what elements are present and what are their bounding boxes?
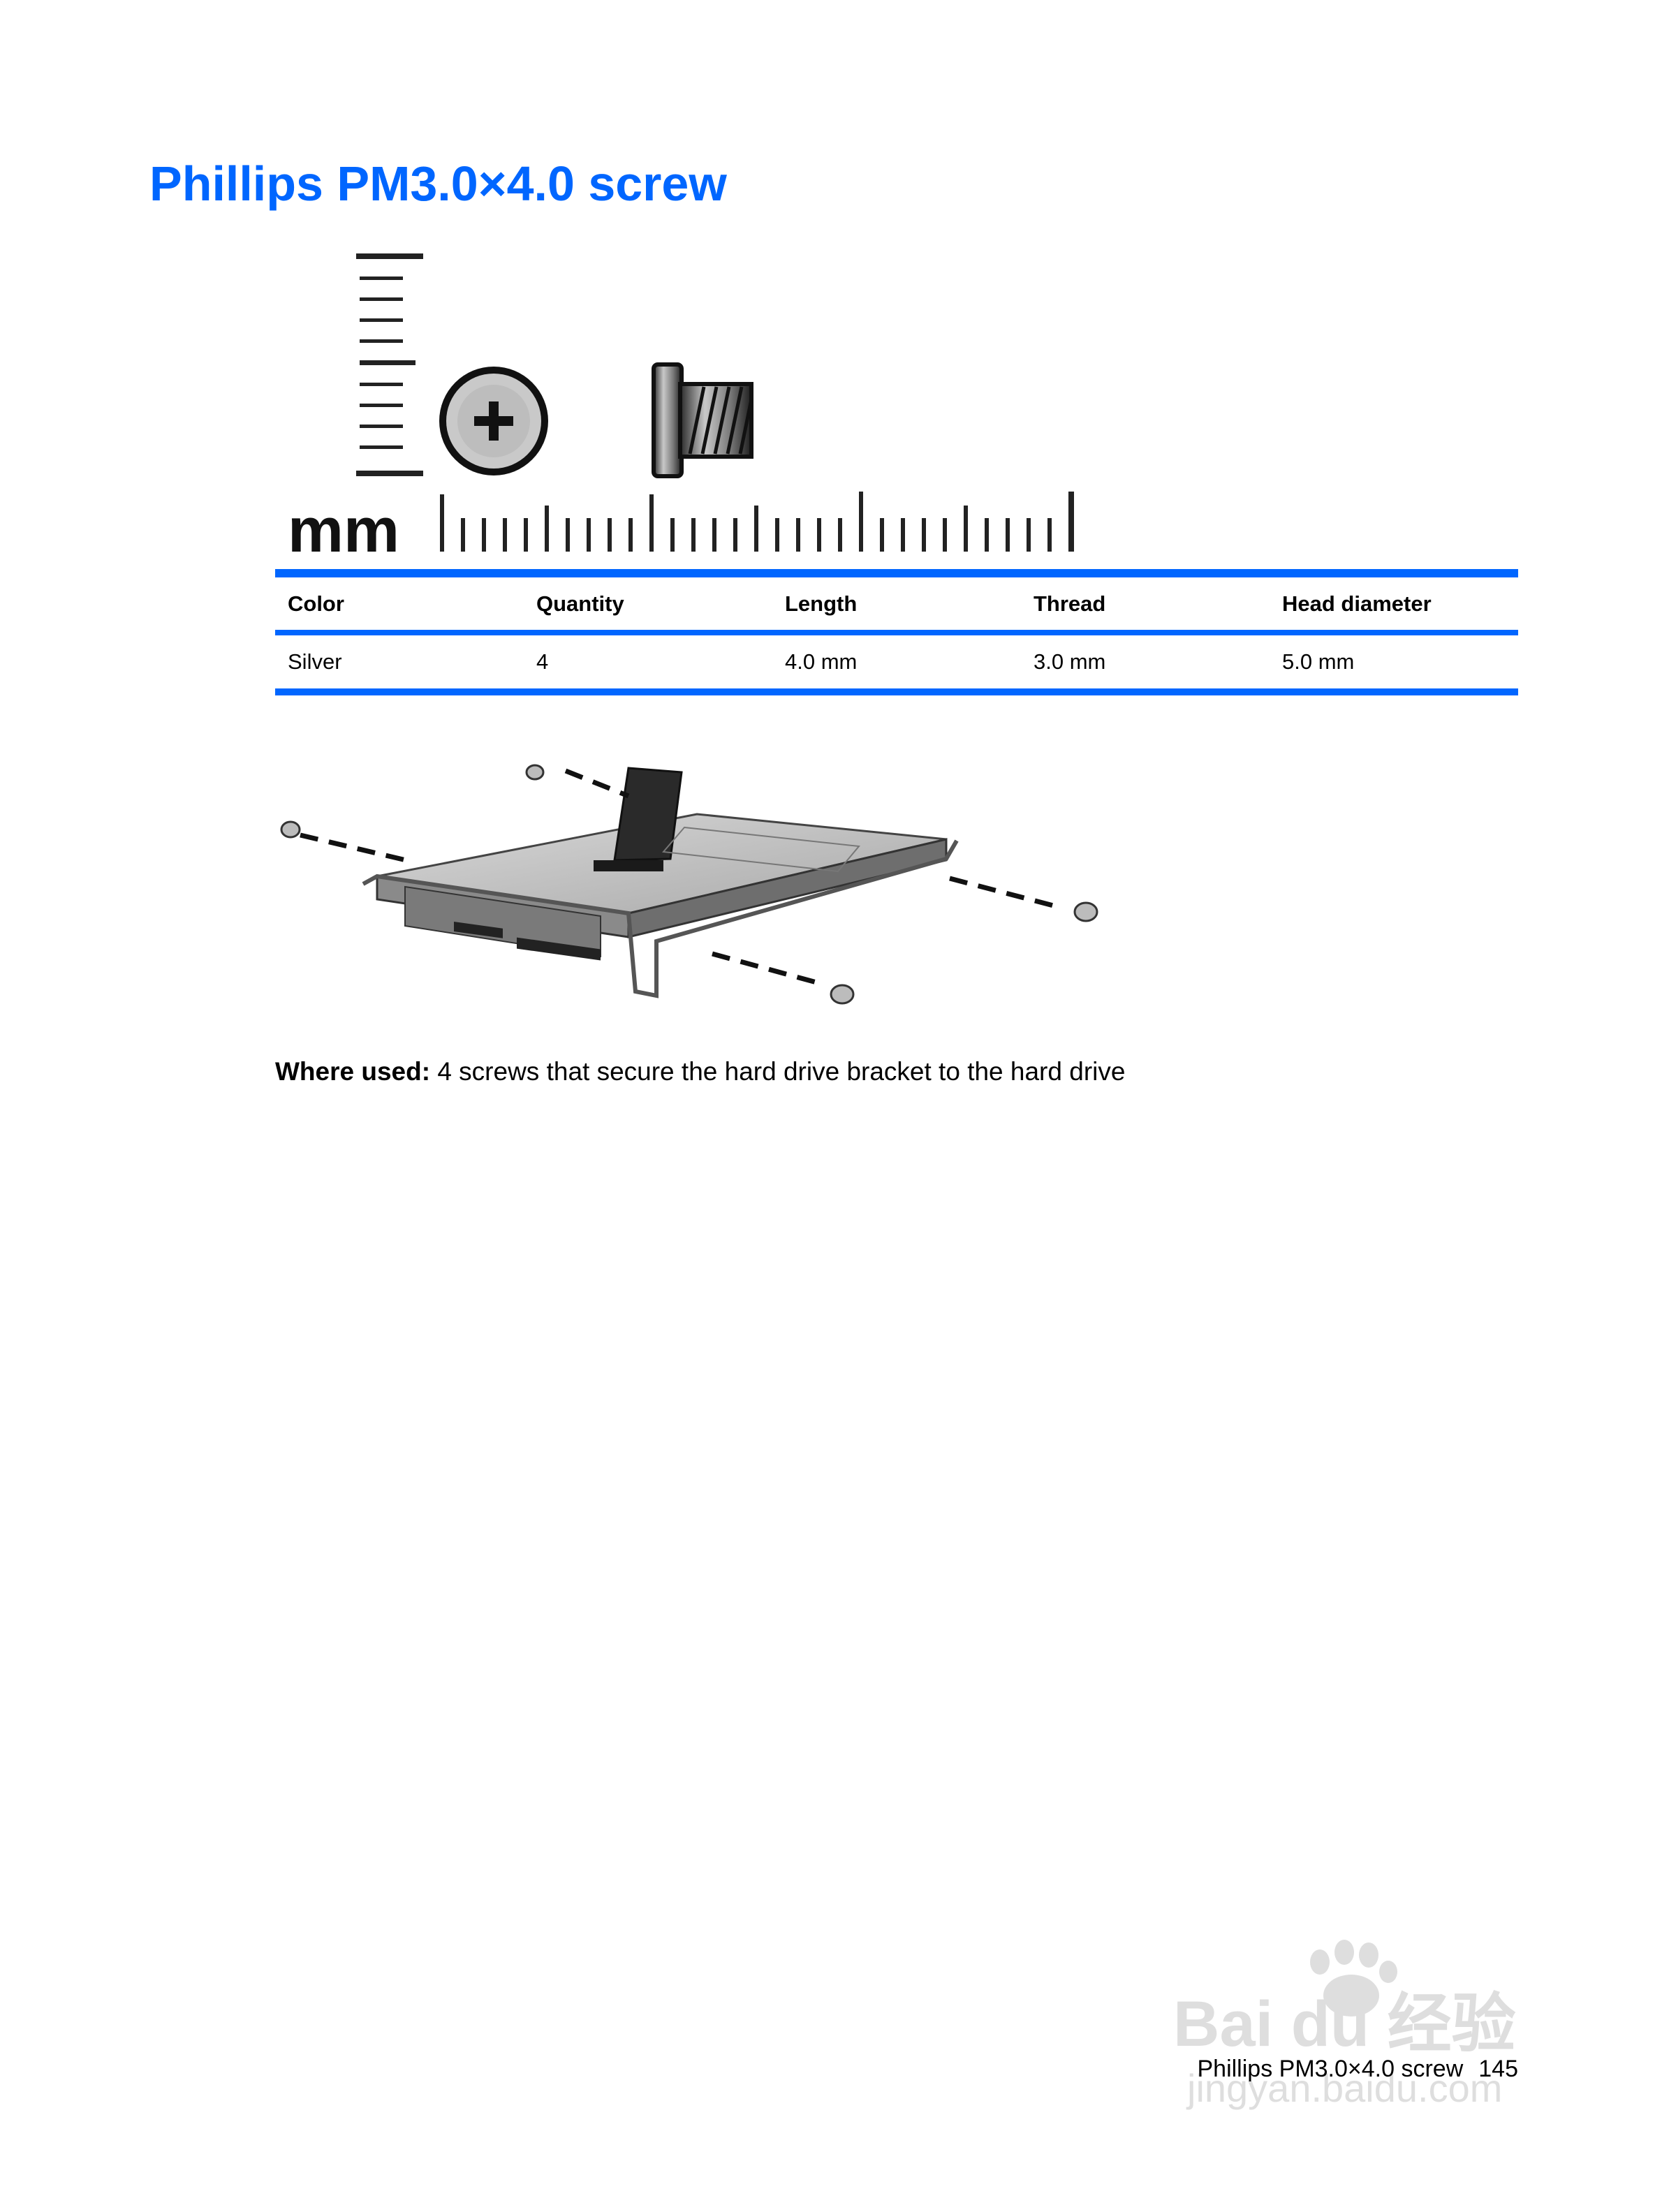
cell-length: 4.0 mm	[785, 649, 858, 674]
screw-side-icon	[652, 362, 753, 478]
spec-table: Color Quantity Length Thread Head diamet…	[275, 569, 1518, 695]
header-quantity: Quantity	[536, 591, 624, 616]
cell-head-diameter: 5.0 mm	[1282, 649, 1355, 674]
scale-unit-label: mm	[288, 496, 399, 566]
page-title: Phillips PM3.0×4.0 screw	[149, 156, 727, 211]
table-top-rule	[275, 569, 1518, 577]
page-number: 145	[1478, 2056, 1518, 2082]
footer-title: Phillips PM3.0×4.0 screw	[1197, 2056, 1464, 2082]
phillips-head-icon	[439, 367, 548, 475]
hard-drive-bracket-exploded-icon	[280, 764, 1098, 1005]
cell-thread: 3.0 mm	[1034, 649, 1106, 674]
header-head-diameter: Head diameter	[1282, 591, 1432, 616]
header-thread: Thread	[1034, 591, 1106, 616]
table-header-row: Color Quantity Length Thread Head diamet…	[275, 577, 1518, 630]
watermark-url: jingyan.baidu.com	[1186, 2066, 1502, 2110]
cell-quantity: 4	[536, 649, 549, 674]
where-used-text: 4 screws that secure the hard drive brac…	[437, 1057, 1126, 1086]
drive-bracket-figure	[265, 754, 1117, 1019]
table-bottom-rule	[275, 688, 1518, 695]
header-length: Length	[785, 591, 858, 616]
watermark-brand: Bai du 经验	[1173, 1989, 1516, 2060]
ruler-icon	[356, 253, 423, 476]
screw-scale-figure: mm	[279, 244, 1117, 566]
table-row: Silver 4 4.0 mm 3.0 mm 5.0 mm	[275, 635, 1518, 688]
paw-logo-icon	[1310, 1940, 1397, 2016]
where-used-label: Where used:	[275, 1057, 431, 1086]
table-header-rule	[275, 630, 1518, 635]
page-footer: Phillips PM3.0×4.0 screw 145	[1197, 2056, 1518, 2083]
cell-color: Silver	[288, 649, 342, 674]
where-used-note: Where used: 4 screws that secure the har…	[275, 1056, 1125, 1087]
header-color: Color	[288, 591, 344, 616]
baidu-watermark: Bai du 经验 jingyan.baidu.com	[1145, 1934, 1564, 2116]
